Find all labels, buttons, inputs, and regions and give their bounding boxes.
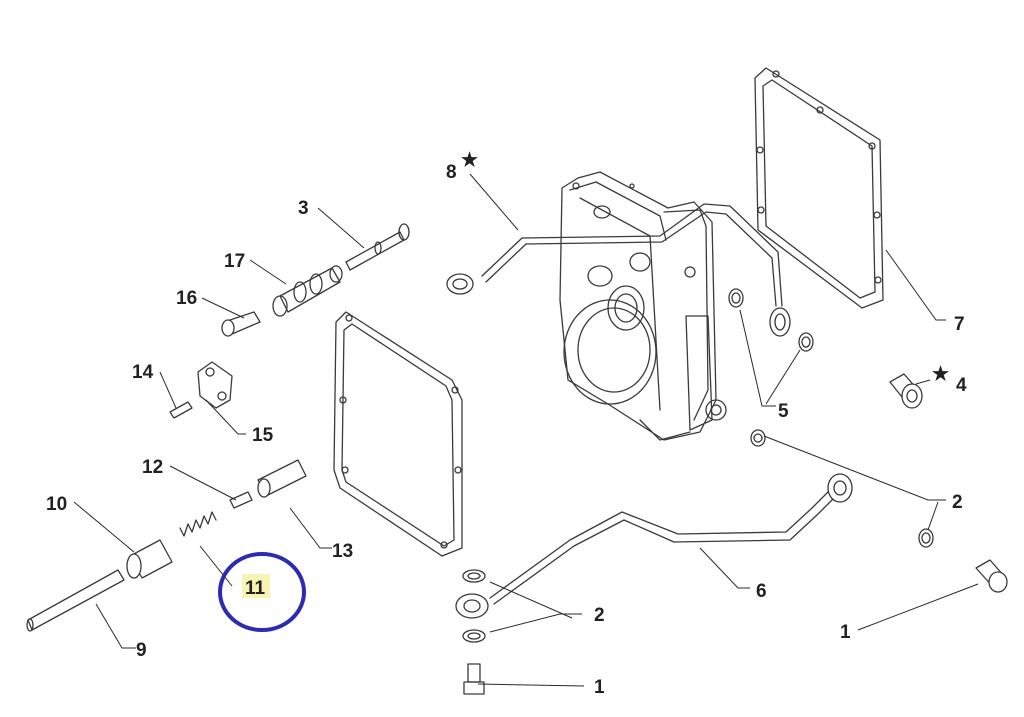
callout-15: 15	[252, 425, 274, 446]
tube-9	[26, 569, 125, 632]
callout-7: 6	[756, 581, 767, 602]
callout-13: 13	[332, 541, 353, 562]
pump-housing	[559, 171, 727, 441]
callout-10: 10	[46, 494, 67, 515]
screw-14	[169, 401, 193, 419]
callout-5: 5	[778, 401, 789, 422]
pipe-7	[455, 473, 853, 619]
callout-16: 16	[176, 288, 197, 309]
washers-5	[728, 288, 814, 352]
washers-2	[462, 429, 934, 643]
callout-labels: 3 17 16 14 15 12 10 13 11 9 8 ★ 7 ★ 4 5 …	[46, 150, 967, 698]
banjo-bolt-4	[889, 373, 923, 409]
callout-1-bottom: 1	[594, 677, 605, 698]
piston-12	[229, 491, 253, 509]
gasket-lower	[333, 311, 463, 557]
sleeve-13	[257, 459, 307, 498]
callout-14: 14	[132, 362, 154, 383]
callout-2-bottom: 2	[594, 605, 605, 626]
callout-4: 4	[956, 375, 967, 396]
star-icon: ★	[461, 150, 478, 171]
valve-body-17	[272, 265, 343, 317]
callout-3: 3	[298, 198, 309, 219]
star-icon: ★	[932, 364, 949, 385]
spring-11	[179, 511, 217, 537]
callout-11-highlight	[242, 574, 270, 598]
callout-17: 17	[224, 251, 245, 272]
plate-15	[197, 361, 233, 409]
highlight-circle	[218, 552, 306, 632]
callout-2-right: 2	[952, 492, 963, 513]
valve-spool-3	[345, 223, 410, 271]
bolts-1	[463, 559, 1008, 695]
plug-16	[221, 311, 261, 337]
callout-1-right: 1	[840, 622, 851, 643]
gasket-upper	[754, 67, 884, 309]
callout-6: 7	[954, 314, 965, 335]
callout-12: 12	[142, 457, 163, 478]
leader-lines	[73, 173, 979, 687]
callout-11: 11	[245, 578, 266, 599]
housing-10	[126, 539, 173, 579]
callout-9: 9	[136, 640, 147, 661]
callout-8: 8	[446, 162, 457, 183]
pipe-8	[446, 203, 791, 337]
